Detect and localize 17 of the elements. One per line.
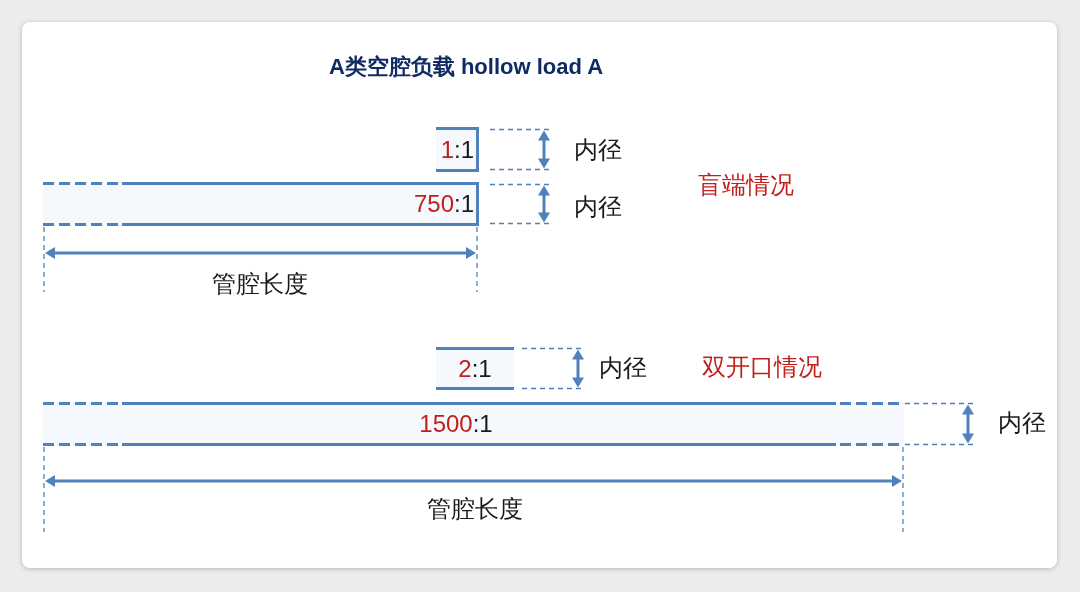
diagram-title: A类空腔负载 hollow load A: [328, 53, 604, 81]
case-label: 双开口情况: [702, 352, 822, 382]
tube-shape: [436, 127, 479, 172]
dimension-label: 内径: [998, 408, 1046, 438]
tube-shape: [43, 182, 479, 226]
dimension-label: 内径: [574, 192, 622, 222]
dimension-label: 管腔长度: [427, 494, 523, 524]
dimension-label: 内径: [574, 135, 622, 165]
ratio-label: 750:1: [413, 189, 474, 219]
dimension-label: 内径: [599, 353, 647, 383]
ratio-label: 1500:1: [419, 409, 493, 439]
tube-shape: [43, 402, 904, 446]
case-label: 盲端情况: [698, 170, 794, 200]
ratio-label: 1:1: [440, 135, 474, 164]
dimension-label: 管腔长度: [212, 269, 308, 299]
tube-shape: [436, 347, 514, 390]
ratio-label: 2:1: [458, 354, 492, 383]
